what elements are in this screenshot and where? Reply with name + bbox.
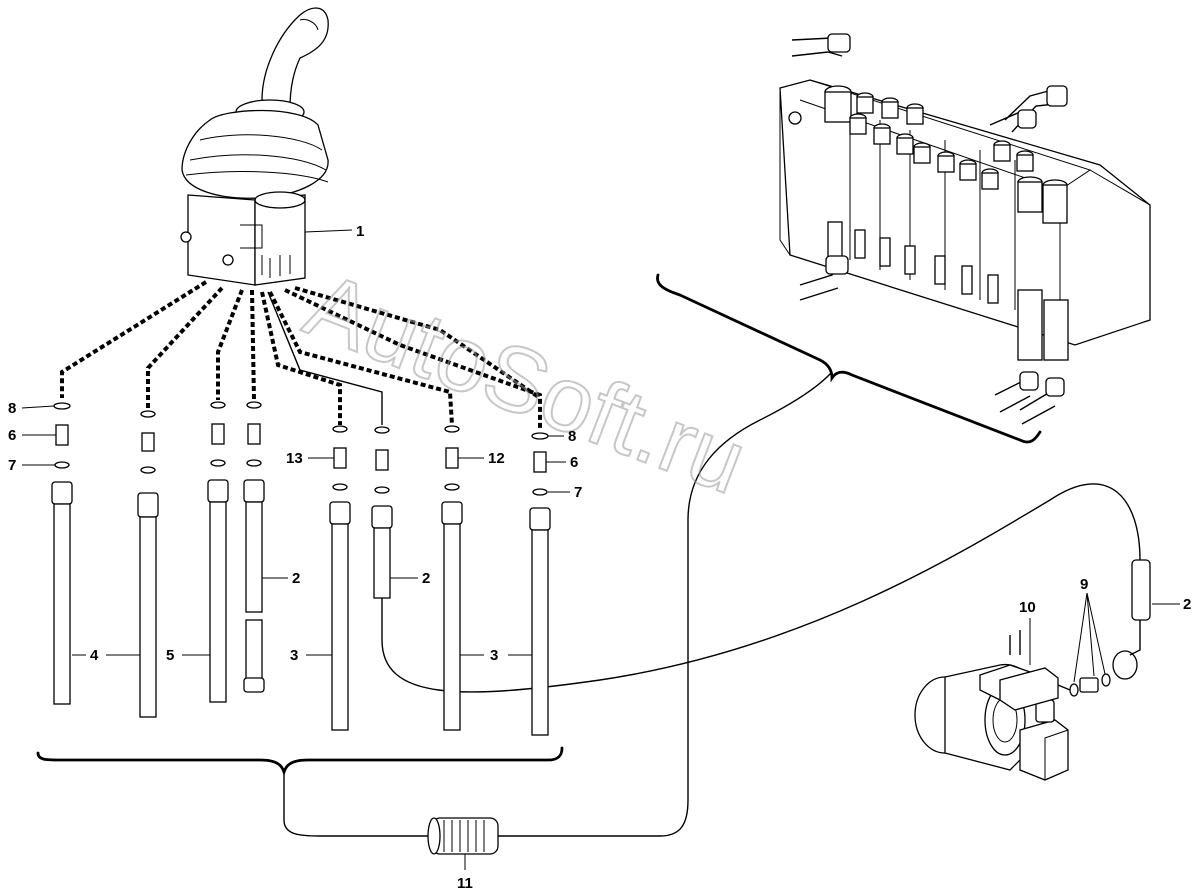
callout-6-right: 6 xyxy=(570,454,578,471)
hose-group-brace xyxy=(36,371,833,837)
callout-2-middle: 2 xyxy=(422,570,430,587)
callout-13: 13 xyxy=(286,450,303,467)
callout-3-right: 3 xyxy=(490,647,498,664)
leader-lines xyxy=(21,229,1180,870)
callout-2-right: 2 xyxy=(1183,596,1191,613)
callout-5: 5 xyxy=(166,647,174,664)
protective-sleeve xyxy=(427,817,499,855)
callout-8-left: 8 xyxy=(8,400,16,417)
callout-9: 9 xyxy=(1080,576,1088,593)
callout-12: 12 xyxy=(488,450,505,467)
joystick-control-valve xyxy=(180,7,329,286)
callout-1: 1 xyxy=(356,223,364,240)
joystick-hose-bundle xyxy=(60,280,542,430)
callout-3-left: 3 xyxy=(290,647,298,664)
callout-8-right: 8 xyxy=(568,428,576,445)
pump-assembly xyxy=(914,559,1151,781)
main-control-valve xyxy=(779,33,1151,425)
callout-7-right: 7 xyxy=(574,484,582,501)
watermark-text: AutoSoft.ru xyxy=(293,253,759,513)
callout-7-left: 7 xyxy=(8,457,16,474)
callout-11: 11 xyxy=(457,875,473,892)
valve-group-brace xyxy=(656,273,1042,444)
callout-labels: 1 8 6 7 13 12 8 6 7 2 2 2 4 5 3 3 9 10 1… xyxy=(8,223,1191,892)
callout-2-left: 2 xyxy=(292,570,300,587)
callout-6-left: 6 xyxy=(8,427,16,444)
callout-4: 4 xyxy=(90,647,99,664)
fittings-and-hoses xyxy=(51,401,1141,736)
callout-10: 10 xyxy=(1019,599,1036,616)
